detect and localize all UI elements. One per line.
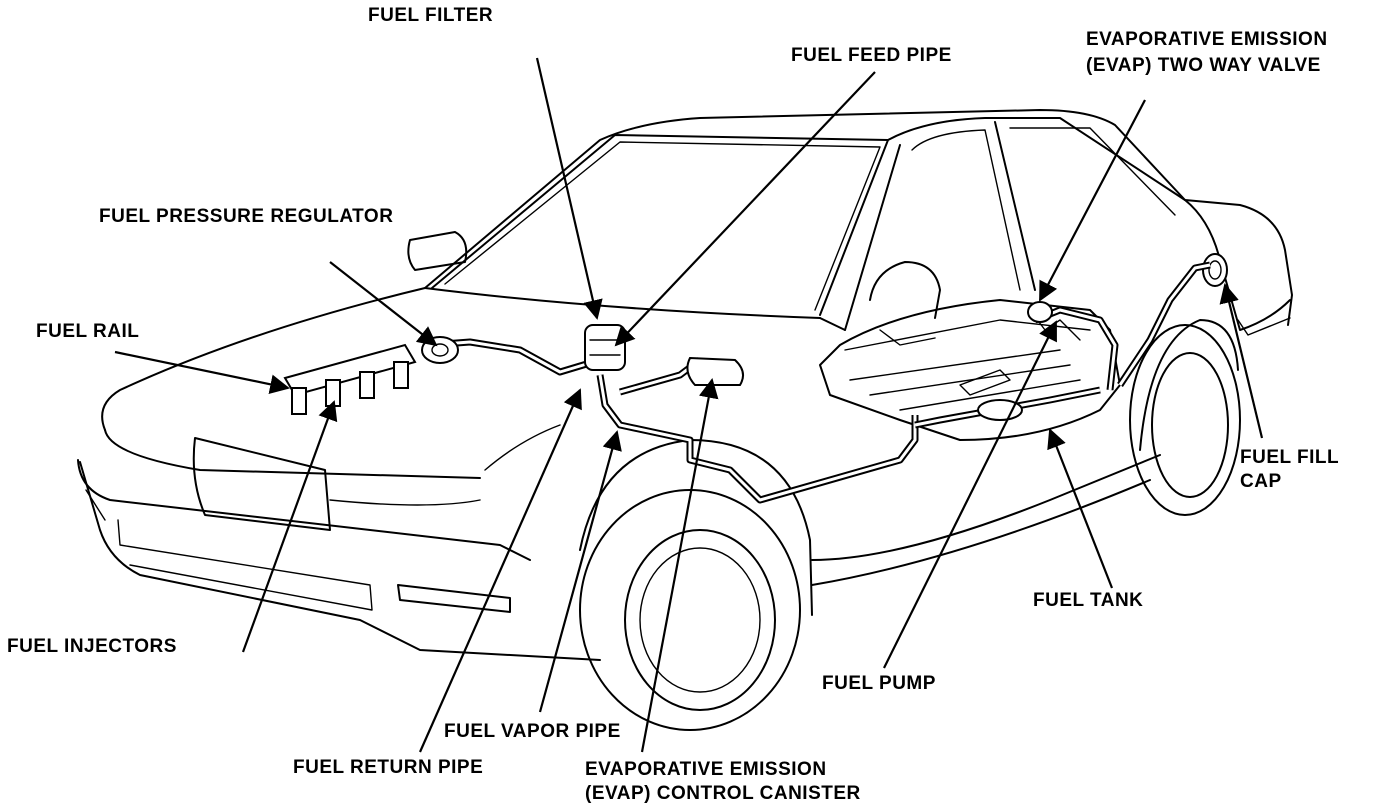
leader-fuel-tank xyxy=(1047,428,1114,589)
label-evap-two-way-line2: (EVAP) TWO WAY VALVE xyxy=(1086,55,1321,76)
label-fuel-fill-cap-line1: FUEL FILL xyxy=(1240,447,1340,468)
label-fuel-fill-cap-line2: CAP xyxy=(1240,471,1282,492)
leader-fuel-return-pipe xyxy=(418,388,582,753)
label-fuel-filter: FUEL FILTER xyxy=(368,5,494,26)
leader-fuel-filter xyxy=(535,57,603,320)
label-fuel-feed-pipe: FUEL FEED PIPE xyxy=(791,45,952,66)
leader-fuel-pump xyxy=(883,320,1057,669)
leader-fuel-fill-cap xyxy=(1219,283,1264,439)
label-fuel-vapor-pipe: FUEL VAPOR PIPE xyxy=(444,721,621,742)
leader-fuel-injectors xyxy=(241,400,338,653)
label-fuel-pump: FUEL PUMP xyxy=(822,673,936,694)
label-fuel-injectors: FUEL INJECTORS xyxy=(7,636,177,657)
leader-lines xyxy=(114,57,1264,753)
label-fuel-pressure-regulator: FUEL PRESSURE REGULATOR xyxy=(99,206,394,227)
leader-evap-two-way-valve xyxy=(1039,99,1146,302)
leader-fuel-vapor-pipe xyxy=(538,430,622,713)
label-evap-canister-line1: EVAPORATIVE EMISSION xyxy=(585,759,827,780)
leader-fuel-rail xyxy=(114,350,290,395)
label-fuel-rail: FUEL RAIL xyxy=(36,321,140,342)
leader-evap-control-canister xyxy=(640,378,719,753)
car-body xyxy=(77,109,1293,731)
label-fuel-tank: FUEL TANK xyxy=(1033,590,1144,611)
leader-fuel-pressure-regulator xyxy=(329,261,438,347)
label-evap-canister-line2: (EVAP) CONTROL CANISTER xyxy=(585,783,861,804)
label-evap-two-way-line1: EVAPORATIVE EMISSION xyxy=(1086,29,1328,50)
leader-fuel-feed-pipe xyxy=(614,71,876,347)
engine-components xyxy=(283,301,1053,421)
fuel-tank-drawing xyxy=(819,299,1121,441)
label-fuel-return-pipe: FUEL RETURN PIPE xyxy=(293,757,484,778)
